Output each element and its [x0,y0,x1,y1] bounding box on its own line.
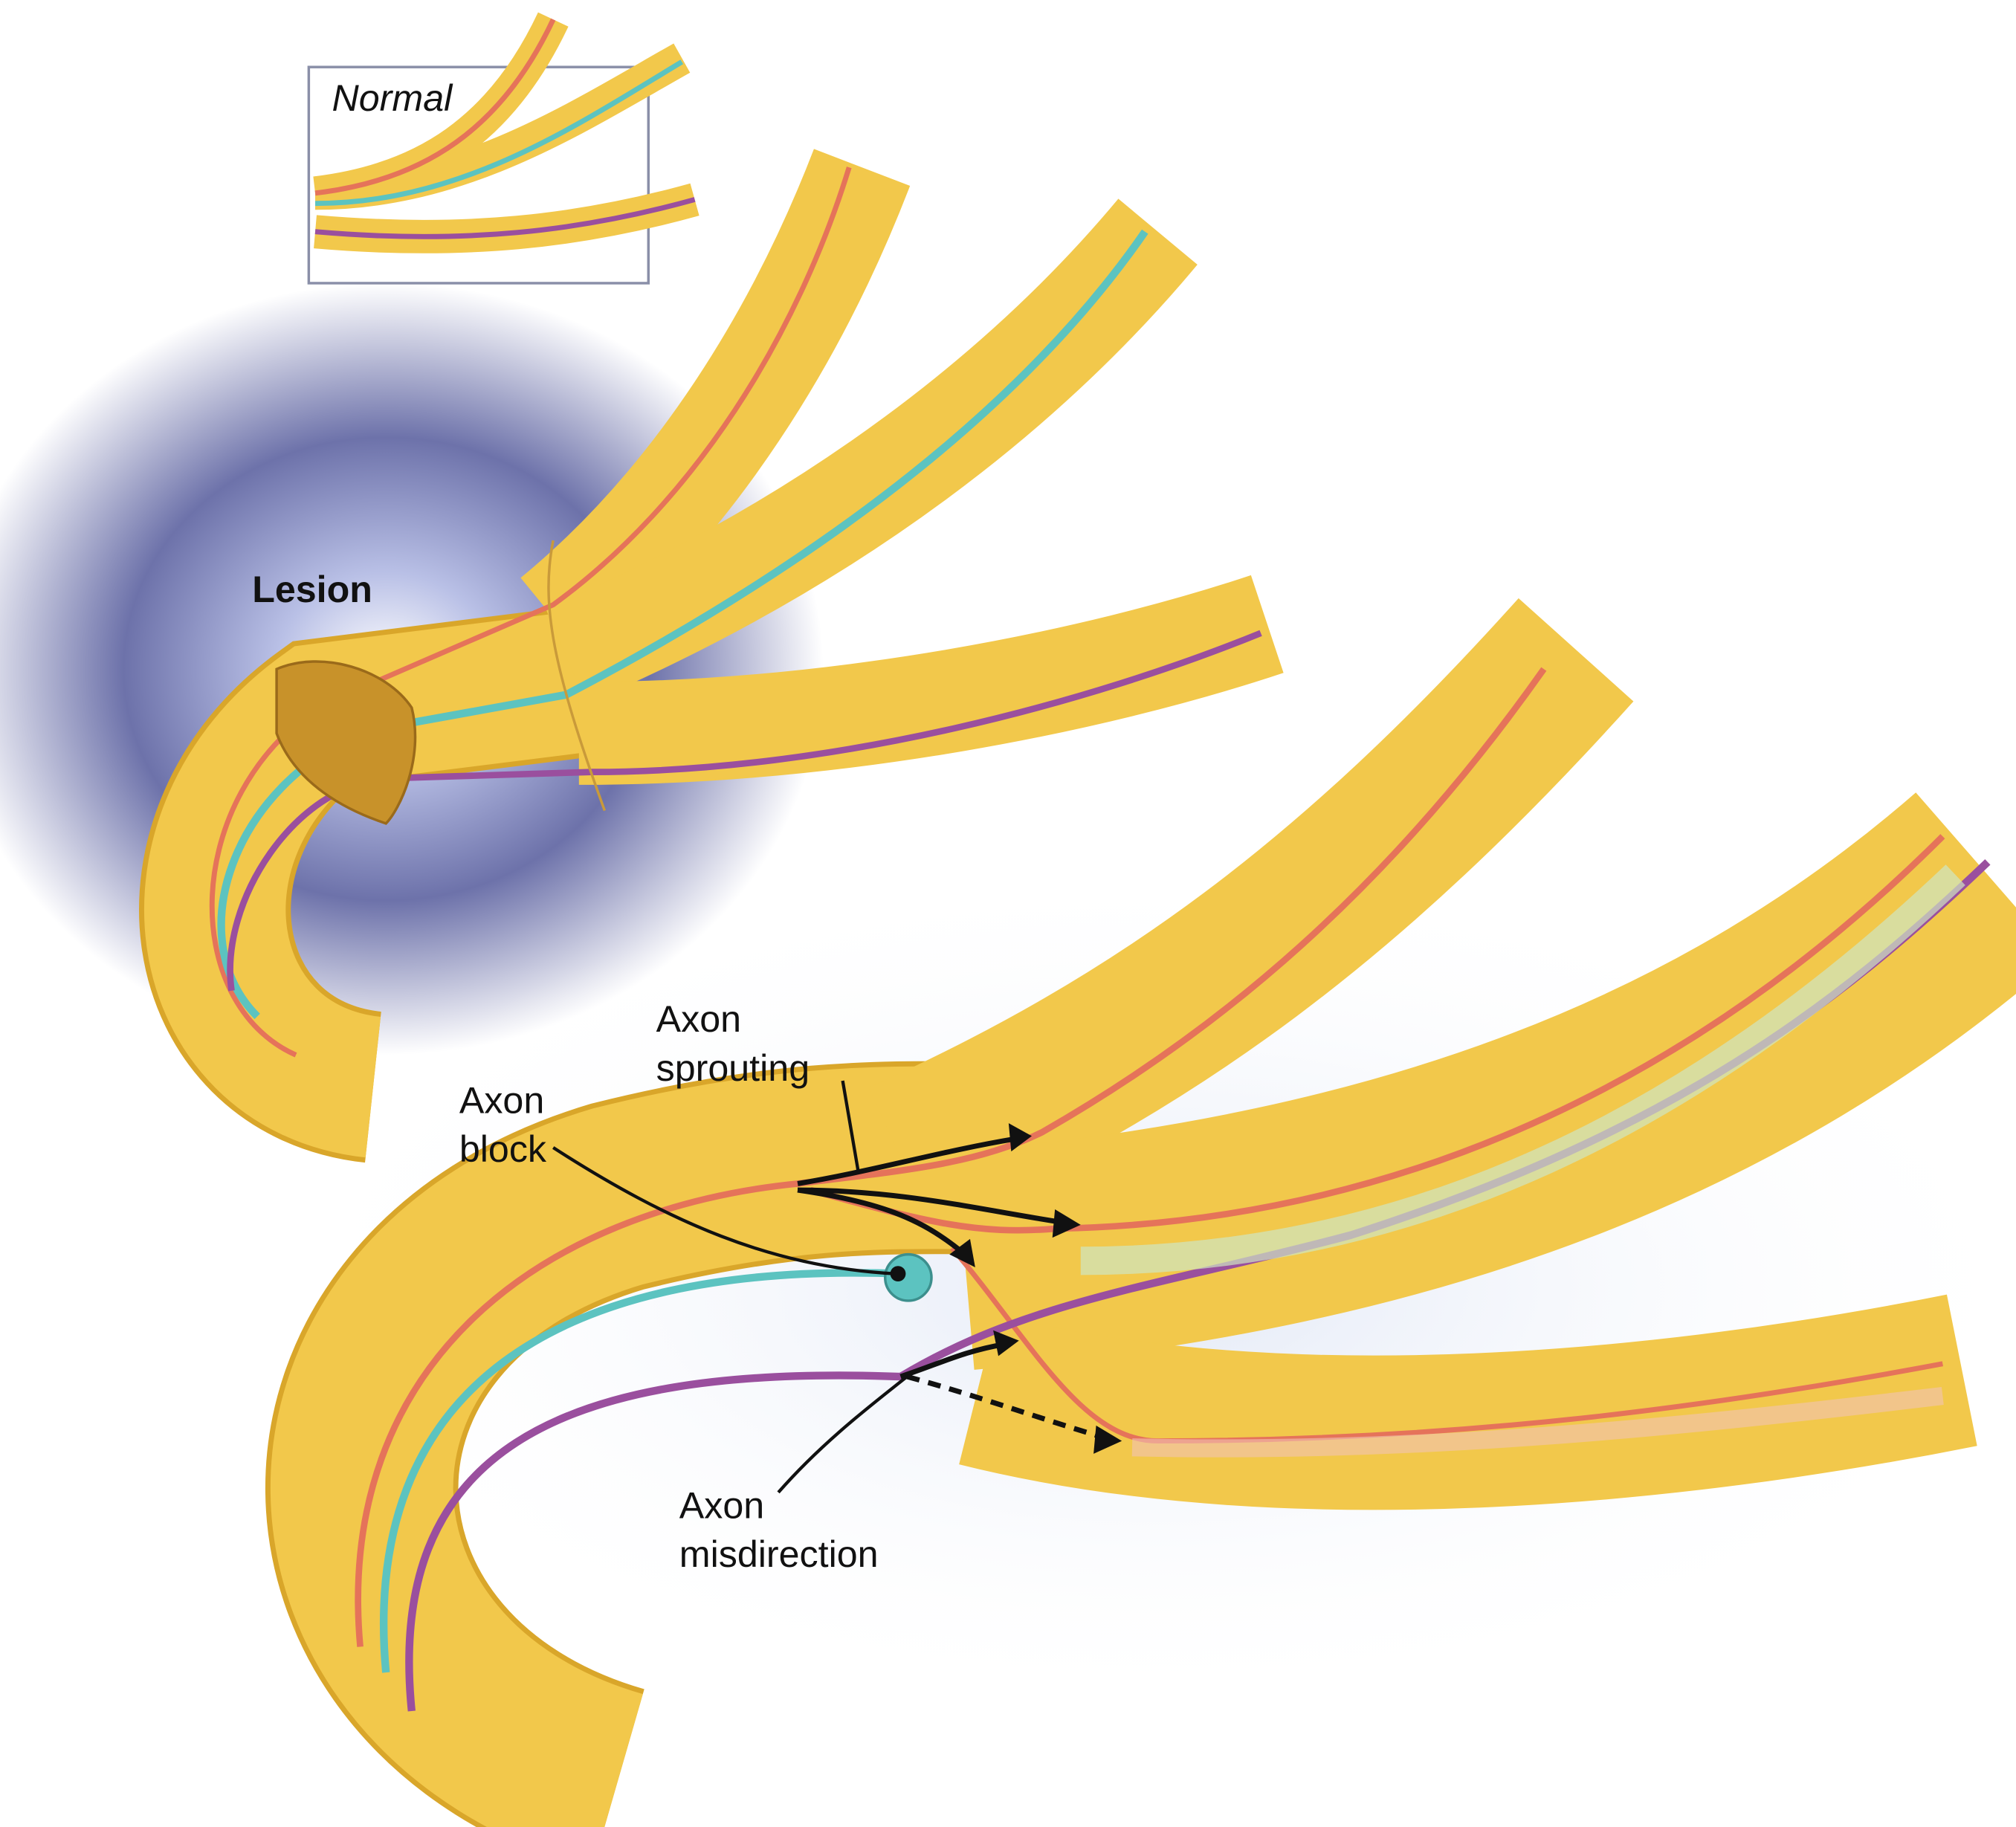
svg-text:block: block [459,1128,547,1170]
lesion-site [275,660,417,825]
axon-block-label: Axon block [459,1079,547,1170]
lesioned-nerve [139,149,1284,1163]
svg-text:misdirection: misdirection [679,1533,879,1575]
axon-sprouting-label: Axon sprouting [656,998,810,1089]
axon-block-bulb [883,1252,933,1302]
svg-text:Axon: Axon [459,1079,544,1121]
normal-inset: Normal [307,12,700,285]
svg-text:Axon: Axon [656,998,741,1040]
svg-text:sprouting: sprouting [656,1047,810,1089]
svg-text:Axon: Axon [679,1484,764,1526]
regenerating-nerve [265,598,2016,1827]
lesion-label: Lesion [252,569,372,610]
axon-misdirection-label: Axon misdirection [679,1484,879,1575]
normal-label: Normal [332,77,454,119]
